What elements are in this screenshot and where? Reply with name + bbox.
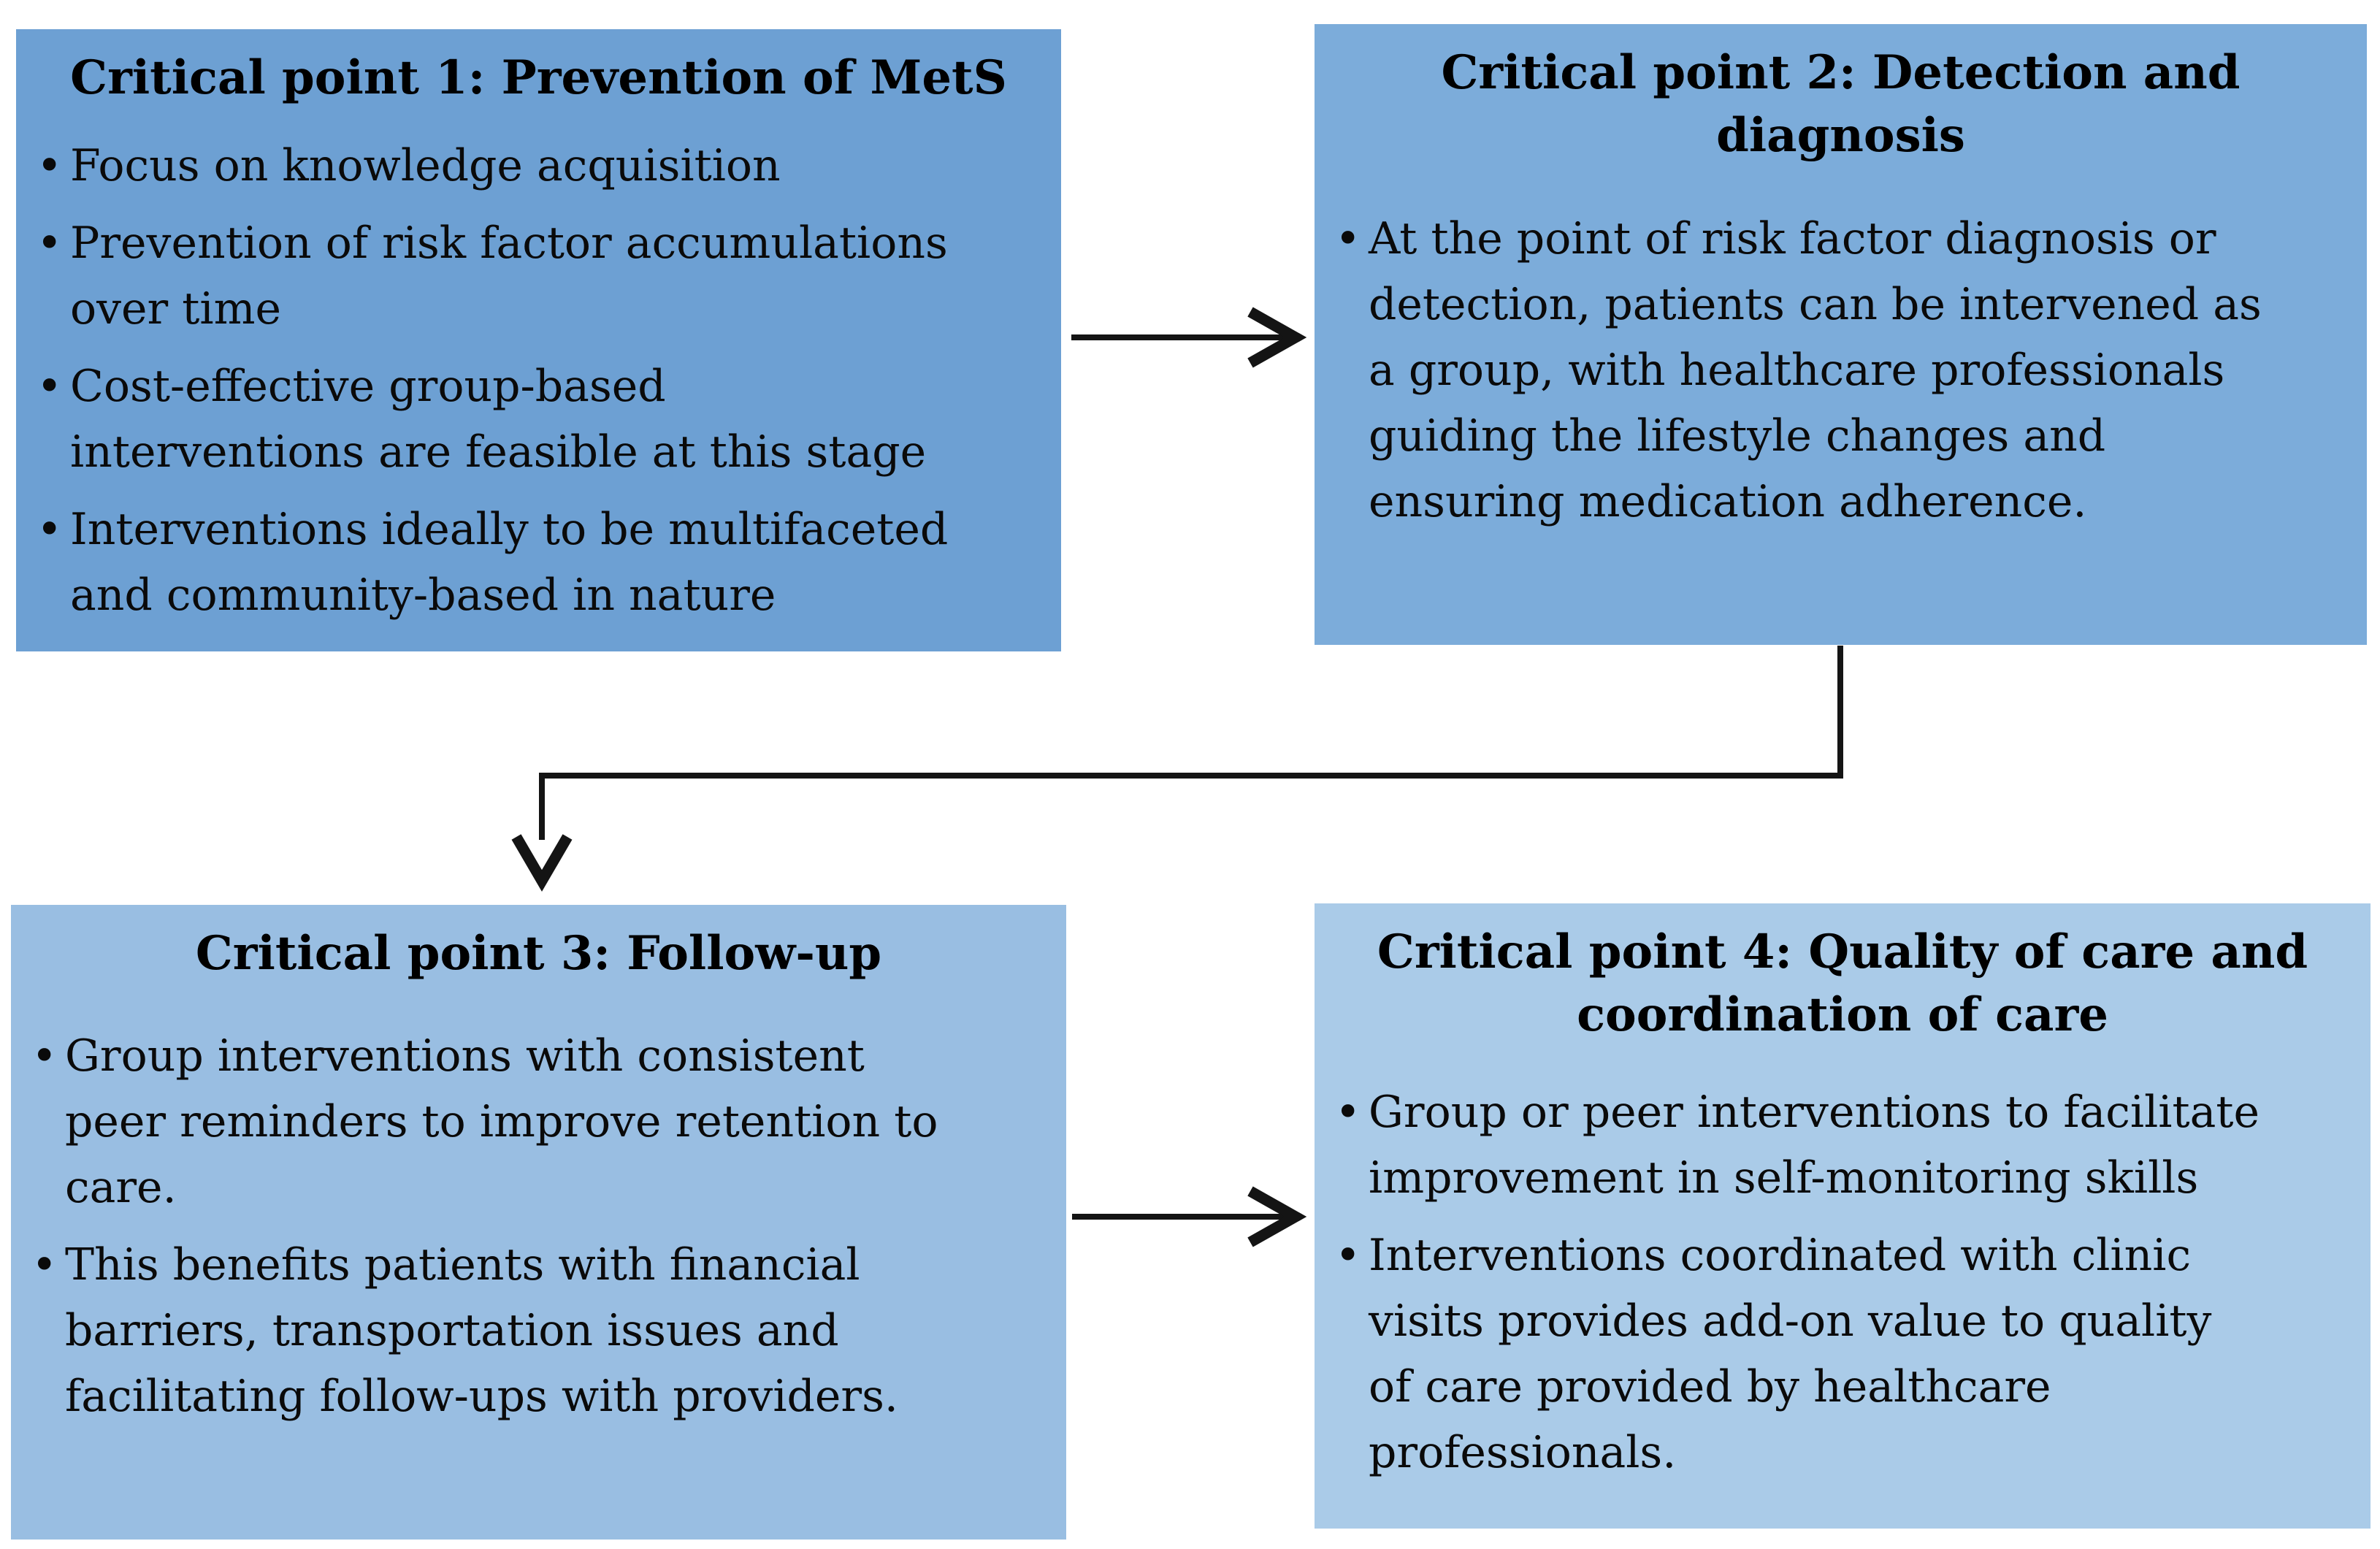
arrow-box3-to-box4-icon <box>1072 1186 1307 1247</box>
critical-point-1-title: Critical point 1: Prevention of MetS <box>70 50 1007 105</box>
bullet-item: At the point of risk factor diagnosis or… <box>1335 206 2346 535</box>
bullet-item: Group or peer interventions to facilitat… <box>1335 1079 2350 1211</box>
critical-point-2-box: Critical point 2: Detection and diagnosi… <box>1315 24 2367 645</box>
critical-point-1-bullets: Focus on knowledge acquisition Preventio… <box>37 133 1041 628</box>
critical-point-2-bullets: At the point of risk factor diagnosis or… <box>1335 206 2346 535</box>
bullet-item: Cost-effective group-based interventions… <box>37 353 1041 485</box>
critical-point-4-box: Critical point 4: Quality of care and co… <box>1315 903 2371 1529</box>
critical-point-2-title: Critical point 2: Detection and diagnosi… <box>1441 45 2241 164</box>
critical-point-1-box: Critical point 1: Prevention of MetS Foc… <box>16 29 1061 651</box>
critical-point-3-box: Critical point 3: Follow-up Group interv… <box>11 905 1066 1540</box>
bullet-item: Interventions coordinated with clinic vi… <box>1335 1223 2350 1485</box>
bullet-item: Focus on knowledge acquisition <box>37 133 1041 199</box>
critical-point-3-title: Critical point 3: Follow-up <box>195 926 882 981</box>
bullet-item: Prevention of risk factor accumulations … <box>37 210 1041 342</box>
arrow-box2-to-box3-icon <box>511 646 1843 892</box>
critical-point-3-bullets: Group interventions with consistent peer… <box>31 1023 1046 1429</box>
critical-point-4-bullets: Group or peer interventions to facilitat… <box>1335 1079 2350 1485</box>
arrow-box1-to-box2-icon <box>1071 307 1307 368</box>
bullet-item: This benefits patients with financial ba… <box>31 1232 1046 1429</box>
critical-point-4-title: Critical point 4: Quality of care and co… <box>1377 925 2308 1043</box>
bullet-item: Interventions ideally to be multifaceted… <box>37 497 1041 628</box>
bullet-item: Group interventions with consistent peer… <box>31 1023 1046 1220</box>
